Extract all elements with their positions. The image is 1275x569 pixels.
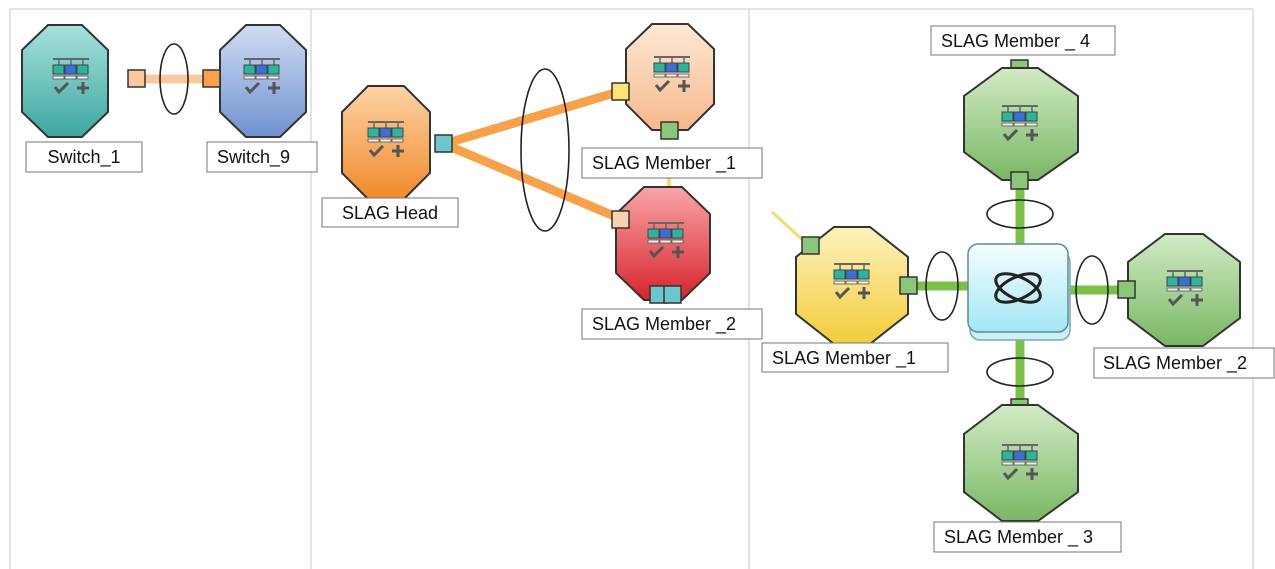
link-head-member1 — [442, 86, 623, 149]
port-icon[interactable] — [202, 69, 221, 88]
svg-text:SLAG Member _1: SLAG Member _1 — [772, 348, 916, 369]
svg-text:Switch_1: Switch_1 — [47, 147, 120, 168]
port-icon[interactable] — [434, 134, 453, 153]
panel-2: SLAG Head SLAG Member _1 SLAG Member _2 — [321, 23, 763, 340]
aggregation-ring — [925, 251, 959, 321]
svg-text:SLAG Member _2: SLAG Member _2 — [592, 314, 736, 335]
node-label-slag-member-2b: SLAG Member _2 — [1093, 347, 1275, 379]
link-head-member2 — [442, 139, 623, 224]
switch-node-slag-member-4[interactable] — [963, 67, 1079, 181]
network-cloud-icon — [994, 272, 1042, 304]
svg-text:SLAG Member _ 4: SLAG Member _ 4 — [941, 31, 1090, 52]
switch-node-slag-head[interactable] — [341, 85, 431, 200]
switch-node-slag-member-2[interactable] — [615, 186, 711, 301]
aggregation-ring — [986, 199, 1054, 229]
panel-3: SLAG Member _ 4 SLAG Member _1 SLAG Memb… — [761, 25, 1275, 553]
switch-node-slag-member-2b[interactable] — [1127, 233, 1241, 347]
node-label-switch-1: Switch_1 — [25, 141, 143, 173]
node-label-slag-member-4: SLAG Member _ 4 — [930, 25, 1116, 56]
aggregation-ring — [1075, 255, 1109, 325]
node-label-slag-member-3: SLAG Member _ 3 — [933, 521, 1122, 553]
switch-node-slag-member-3[interactable] — [963, 404, 1079, 522]
svg-text:SLAG Member _1: SLAG Member _1 — [592, 153, 736, 174]
node-label-switch-9: Switch_9 — [206, 141, 318, 173]
aggregation-ring — [159, 43, 189, 115]
switch-node-switch-1[interactable] — [21, 24, 109, 138]
link-stub — [770, 210, 807, 244]
aggregation-ring — [520, 68, 570, 232]
node-label-slag-member-2: SLAG Member _2 — [581, 308, 763, 340]
aggregation-ring — [986, 357, 1054, 387]
svg-text:SLAG Member _ 3: SLAG Member _ 3 — [944, 527, 1093, 548]
switch-node-switch-9[interactable] — [219, 24, 307, 138]
node-label-slag-member-1b: SLAG Member _1 — [761, 342, 949, 373]
node-label-slag-head: SLAG Head — [321, 197, 459, 228]
port-icon[interactable] — [127, 69, 146, 88]
slag-hub[interactable] — [967, 243, 1071, 341]
svg-text:SLAG Member _2: SLAG Member _2 — [1103, 353, 1247, 374]
svg-text:SLAG Head: SLAG Head — [342, 203, 438, 223]
port-icon[interactable] — [899, 276, 918, 295]
node-label-slag-member-1: SLAG Member _1 — [581, 147, 763, 179]
svg-text:Switch_9: Switch_9 — [217, 147, 290, 168]
port-icon[interactable] — [801, 236, 820, 255]
port-icon[interactable] — [611, 210, 630, 229]
port-icon[interactable] — [611, 82, 630, 101]
panel-1: Switch_1 Switch_9 — [21, 24, 318, 173]
port-icon[interactable] — [663, 285, 682, 304]
port-icon[interactable] — [660, 121, 679, 140]
switch-node-slag-member-1[interactable] — [625, 23, 715, 131]
port-icon[interactable] — [1117, 280, 1136, 299]
port-icon[interactable] — [1010, 171, 1029, 190]
